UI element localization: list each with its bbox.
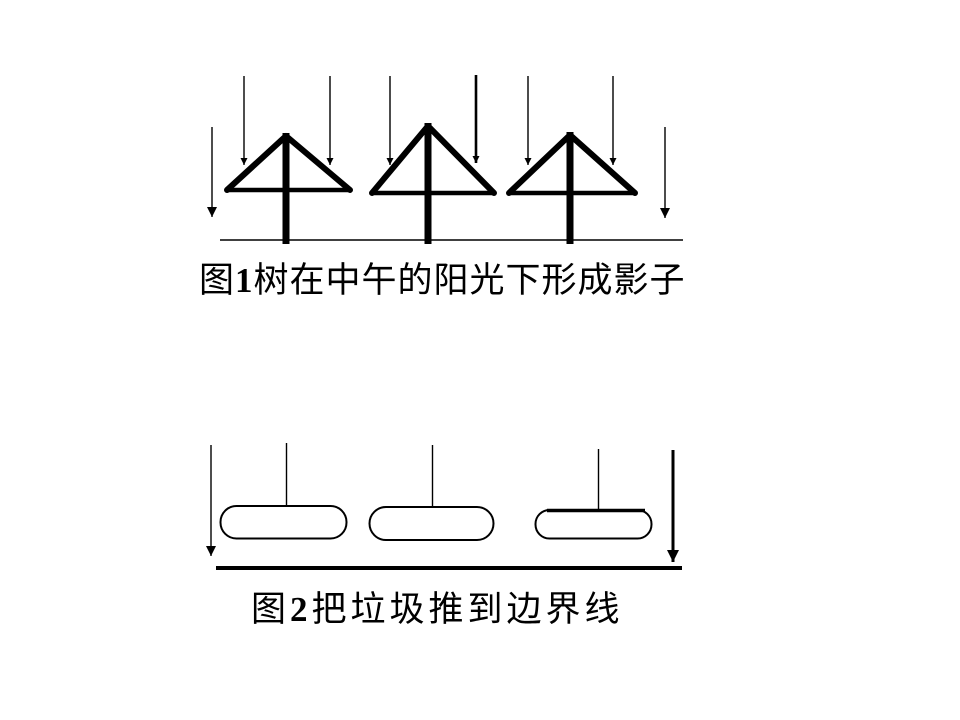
figure2-diagram <box>206 443 682 570</box>
figure1-caption-number: 1 <box>235 261 254 300</box>
figure2-caption: 图2把垃圾推到边界线 <box>251 589 624 631</box>
trash-capsule-icon <box>368 445 495 541</box>
capsule-body <box>534 509 653 540</box>
capsule-body <box>219 505 348 540</box>
figure1-caption-text: 树在中午的阳光下形成影子 <box>253 261 686 300</box>
trash-capsule-icon <box>534 449 653 540</box>
tree-icon <box>369 123 497 244</box>
figure2-caption-number: 2 <box>290 590 312 629</box>
capsule-body <box>368 506 495 541</box>
figure2-caption-text: 把垃圾推到边界线 <box>311 590 624 629</box>
figure1-caption-prefix: 图 <box>199 261 236 300</box>
figure1-diagram <box>207 75 683 244</box>
tree-icon <box>224 133 353 244</box>
figure1-caption: 图1树在中午的阳光下形成影子 <box>199 260 686 302</box>
trash-capsule-icon <box>219 443 348 540</box>
figure2-caption-prefix: 图 <box>251 590 291 629</box>
tree-icon <box>506 132 638 244</box>
